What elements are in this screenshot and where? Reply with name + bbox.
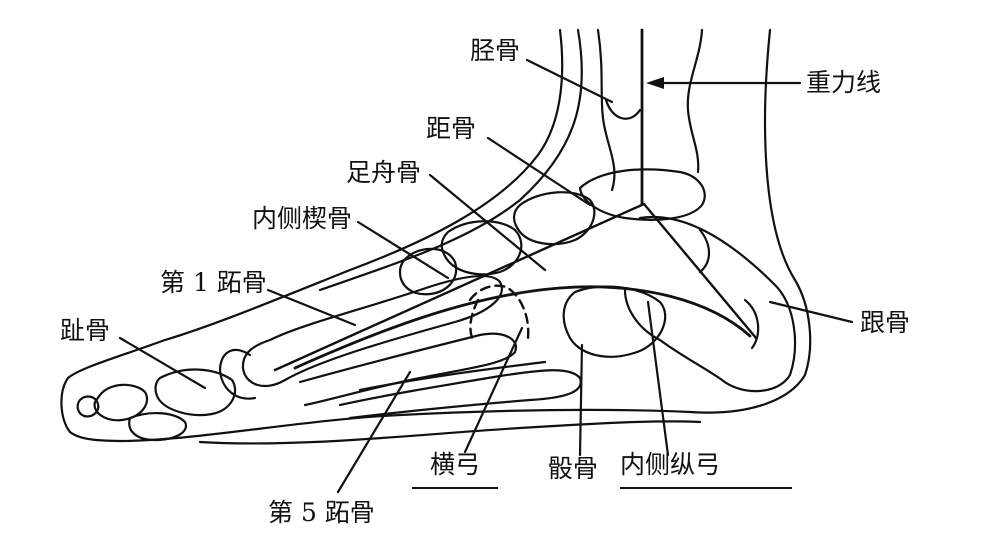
navicular-bone [512, 191, 596, 246]
phalanx-tip-bone [76, 395, 100, 418]
label-first-metatarsal: 第 1 跖骨 [160, 268, 267, 297]
arch-line-front [273, 202, 646, 372]
label-calcaneus: 跟骨 [860, 308, 911, 337]
transverse-arch-dashed-2 [469, 298, 480, 340]
phalanx-proximal-bone [154, 368, 237, 417]
inner-contour [318, 28, 583, 292]
leader-transverse-arch [463, 326, 524, 454]
label-medial-longitudinal-arch: 内侧纵弓 [620, 452, 792, 489]
label-fifth-metatarsal: 第 5 跖骨 [268, 498, 375, 527]
label-tibia: 胫骨 [470, 36, 521, 65]
label-talus: 距骨 [426, 114, 477, 143]
calcaneus-detail-2 [743, 298, 760, 350]
leader-medial-arch [646, 300, 670, 457]
phalanx-lateral-bone [128, 412, 188, 442]
leader-medial-cuneiform [356, 220, 450, 280]
sole-contour [198, 420, 702, 445]
tibia-bone-back [686, 28, 704, 174]
first-metatarsal-bone [241, 275, 503, 388]
gravity-arrow-head [646, 77, 664, 89]
leader-calcaneus [768, 300, 854, 324]
label-navicular: 足舟骨 [346, 158, 422, 187]
arch-line-back [642, 202, 758, 340]
medial-longitudinal-arch-curve [293, 285, 752, 370]
label-transverse-arch: 横弓 [412, 452, 498, 489]
label-cuboid: 骰骨 [548, 454, 599, 483]
leader-fifth-metatarsal [336, 370, 412, 494]
leader-phalanges [118, 336, 207, 390]
medial-cuneiform-bone [440, 220, 523, 276]
talus-bone [578, 168, 706, 221]
transverse-arch-dashed [468, 284, 530, 340]
fifth-metatarsal-bone [338, 369, 582, 420]
calcaneus-bone [623, 215, 797, 393]
intermediate-cuneiform-bone [398, 247, 458, 296]
leader-tibia [525, 58, 614, 104]
calcaneus-detail [698, 228, 711, 274]
label-medial-cuneiform: 内侧楔骨 [252, 204, 353, 233]
tibia-bone [596, 28, 616, 192]
leader-first-metatarsal [266, 288, 357, 327]
phalanx-distal-bone [93, 383, 148, 422]
first-metatarsal-head [218, 348, 257, 400]
leader-cuboid [578, 343, 584, 457]
label-phalanges: 趾骨 [60, 316, 111, 345]
leader-talus [486, 136, 592, 207]
skin-outline [60, 28, 812, 443]
fifth-metatarsal-line [358, 360, 547, 392]
fibula-bone [604, 98, 642, 120]
label-gravity-line: 重力线 [806, 68, 882, 97]
leader-navicular [428, 173, 547, 272]
